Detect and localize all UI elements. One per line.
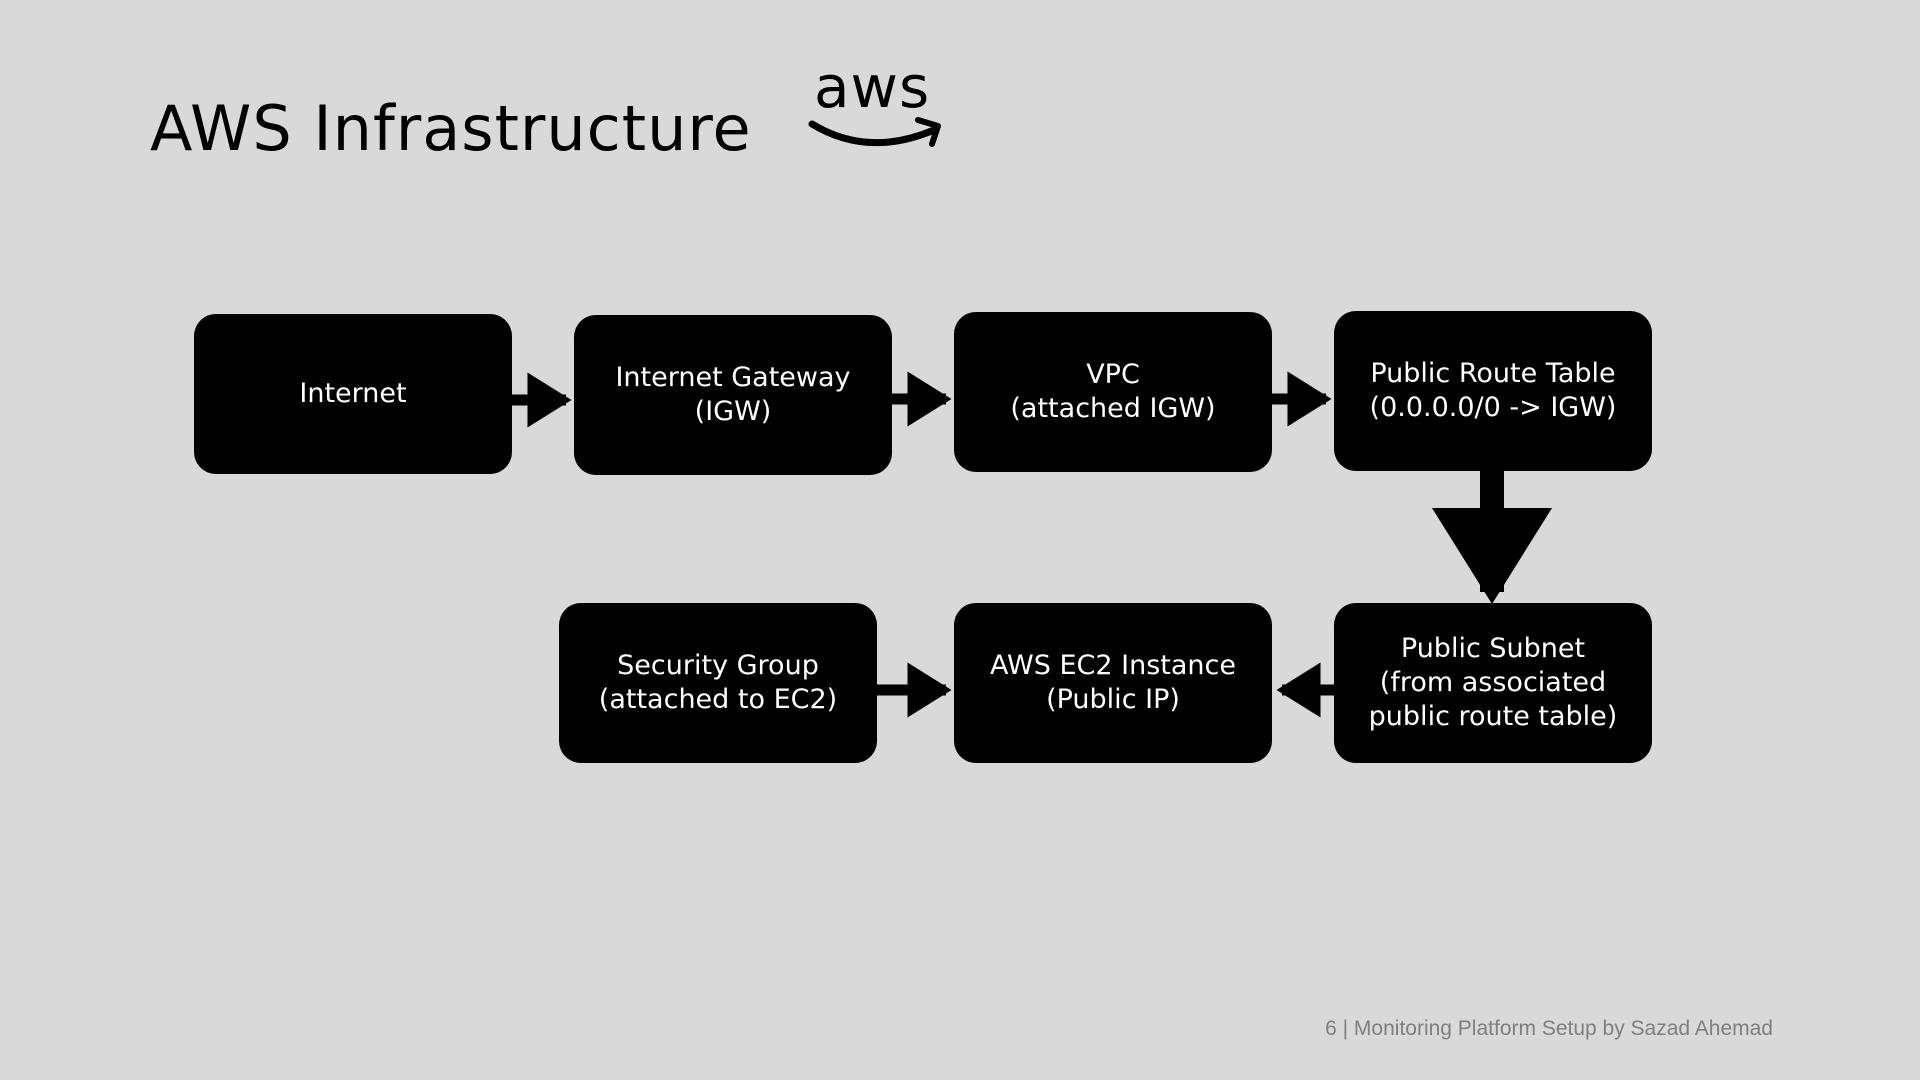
node-public-subnet: Public Subnet (from associated public ro… [1334,603,1652,763]
footer-text: Monitoring Platform Setup by Sazad Ahema… [1353,1017,1773,1040]
slide-title: AWS Infrastructure [150,92,752,165]
node-public-route-table: Public Route Table (0.0.0.0/0 -> IGW) [1334,311,1652,471]
footer-separator: | [1342,1017,1349,1040]
node-security-group: Security Group (attached to EC2) [559,603,877,763]
aws-logo-text: aws [814,53,931,121]
page-number: 6 [1325,1017,1337,1040]
node-internet: Internet [194,314,512,474]
node-vpc: VPC (attached IGW) [954,312,1272,472]
node-internet-gateway: Internet Gateway (IGW) [574,315,892,475]
aws-smile-arrow-icon [808,117,941,147]
aws-logo: aws [808,58,948,158]
slide-footer: 6 | Monitoring Platform Setup by Sazad A… [1325,1017,1773,1041]
node-ec2-instance: AWS EC2 Instance (Public IP) [954,603,1272,763]
